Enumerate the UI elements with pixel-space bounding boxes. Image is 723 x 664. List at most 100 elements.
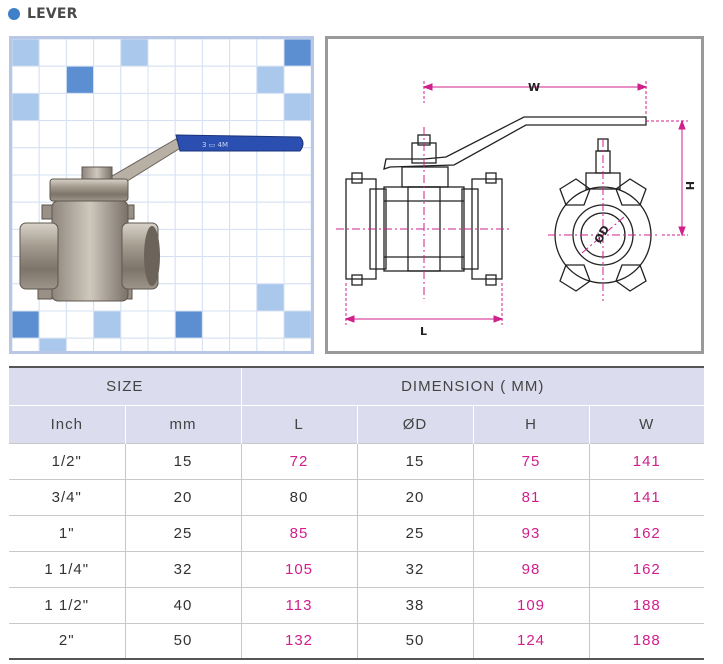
tile bbox=[147, 337, 176, 351]
tile bbox=[201, 92, 231, 122]
tile bbox=[201, 201, 231, 230]
tile bbox=[256, 201, 285, 230]
tile bbox=[38, 147, 67, 176]
tile bbox=[283, 39, 311, 67]
product-photo: 3 ▭ 4M bbox=[9, 36, 314, 354]
tile bbox=[283, 201, 311, 230]
d-cell: 32 bbox=[356, 550, 473, 587]
bullet-dot-icon bbox=[8, 8, 20, 20]
l-cell: 80 bbox=[240, 478, 357, 515]
column-header-d: ØD bbox=[356, 405, 473, 443]
tile bbox=[201, 228, 231, 258]
w-cell: 162 bbox=[588, 514, 705, 551]
tile bbox=[65, 65, 95, 94]
tile bbox=[256, 256, 285, 285]
tile bbox=[229, 65, 258, 94]
size-group-header: SIZE bbox=[9, 366, 241, 406]
tile bbox=[229, 92, 258, 122]
d-cell: 38 bbox=[356, 586, 473, 623]
d-cell: 15 bbox=[356, 442, 473, 479]
tile bbox=[38, 65, 67, 94]
tile bbox=[229, 174, 258, 203]
dimension-label-w: W bbox=[528, 81, 540, 94]
dimension-group-header: DIMENSION ( MM) bbox=[240, 366, 705, 406]
tile bbox=[120, 39, 149, 67]
h-cell: 75 bbox=[472, 442, 589, 479]
mm-cell: 15 bbox=[124, 442, 241, 479]
tile bbox=[120, 92, 149, 122]
ball-valve-image: 3 ▭ 4M bbox=[19, 134, 304, 302]
tile bbox=[93, 92, 122, 122]
tile bbox=[120, 337, 149, 351]
ball-valve-photo-illustration: 3 ▭ 4M bbox=[12, 39, 311, 351]
tile bbox=[283, 147, 311, 176]
tile bbox=[201, 310, 231, 339]
tile bbox=[229, 228, 258, 258]
tile bbox=[147, 39, 176, 67]
tile bbox=[174, 310, 203, 339]
tile bbox=[174, 39, 203, 67]
tile bbox=[229, 256, 258, 285]
tile bbox=[174, 337, 203, 351]
inch-cell: 1" bbox=[9, 514, 125, 551]
tile bbox=[174, 256, 203, 285]
tile bbox=[201, 147, 231, 176]
tile bbox=[283, 65, 311, 94]
tile bbox=[147, 92, 176, 122]
tile bbox=[147, 174, 176, 203]
tile bbox=[283, 310, 311, 339]
tile bbox=[229, 147, 258, 176]
inch-cell: 1/2" bbox=[9, 442, 125, 479]
tile bbox=[65, 120, 95, 149]
tile bbox=[93, 120, 122, 149]
w-cell: 141 bbox=[588, 478, 705, 515]
tile bbox=[201, 256, 231, 285]
tile bbox=[229, 337, 258, 351]
w-cell: 162 bbox=[588, 550, 705, 587]
tile bbox=[38, 39, 67, 67]
inch-cell: 3/4" bbox=[9, 478, 125, 515]
mm-cell: 32 bbox=[124, 550, 241, 587]
tile bbox=[201, 337, 231, 351]
tile bbox=[174, 201, 203, 230]
column-header-inch: Inch bbox=[9, 405, 125, 443]
tile bbox=[283, 256, 311, 285]
w-cell: 188 bbox=[588, 622, 705, 660]
tile bbox=[174, 228, 203, 258]
l-cell: 132 bbox=[240, 622, 357, 660]
tile bbox=[283, 174, 311, 203]
l-cell: 72 bbox=[240, 442, 357, 479]
tile bbox=[93, 39, 122, 67]
handle-mark: 3 ▭ 4M bbox=[202, 141, 228, 149]
h-cell: 81 bbox=[472, 478, 589, 515]
section-title: LEVER bbox=[27, 6, 78, 22]
tile bbox=[201, 39, 231, 67]
tile bbox=[256, 39, 285, 67]
tile bbox=[12, 337, 40, 351]
mm-cell: 50 bbox=[124, 622, 241, 660]
w-cell: 188 bbox=[588, 586, 705, 623]
tile bbox=[256, 92, 285, 122]
tile bbox=[38, 310, 67, 339]
tile bbox=[12, 65, 40, 94]
tile bbox=[256, 147, 285, 176]
mm-cell: 40 bbox=[124, 586, 241, 623]
dimension-table: SIZE DIMENSION ( MM) Inch mm L ØD H W 1/… bbox=[9, 366, 705, 660]
tile bbox=[12, 174, 40, 203]
center-lines bbox=[336, 127, 660, 301]
tile bbox=[283, 228, 311, 258]
tile bbox=[38, 120, 67, 149]
mm-cell: 20 bbox=[124, 478, 241, 515]
tile bbox=[65, 337, 95, 351]
tile bbox=[147, 310, 176, 339]
tile bbox=[174, 147, 203, 176]
h-cell: 124 bbox=[472, 622, 589, 660]
inch-cell: 1 1/4" bbox=[9, 550, 125, 587]
h-cell: 109 bbox=[472, 586, 589, 623]
